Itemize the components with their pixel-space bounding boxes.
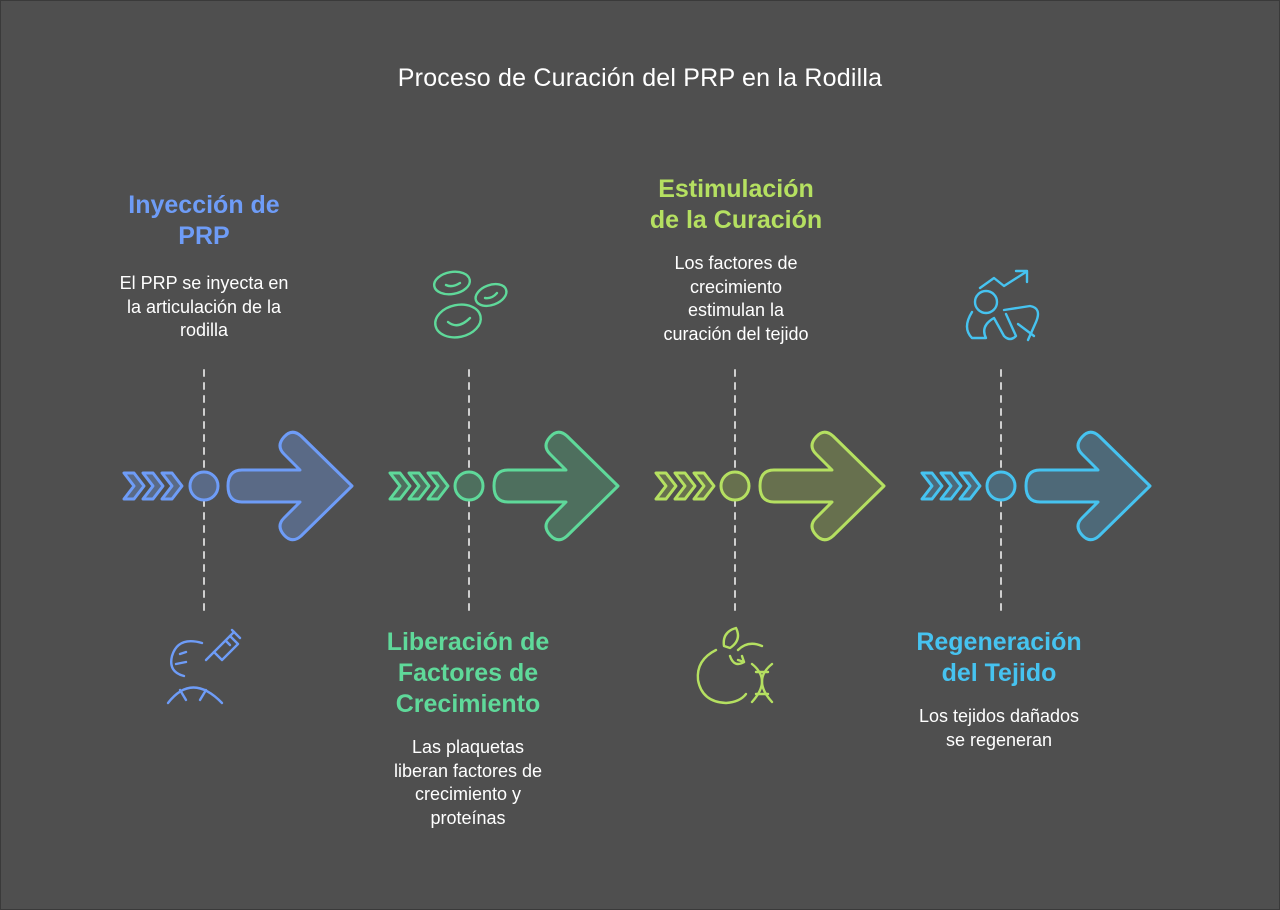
step-3-title-line-2: de la Curación [649, 206, 823, 234]
step-1-title-line-2: PRP [178, 222, 230, 250]
step-2-description-line-1: Las plaquetas [411, 737, 525, 757]
step-2-description-line-2: liberan factores de [393, 760, 543, 781]
step-3-title-line-1: Estimulación [658, 175, 814, 203]
step-1-description-line-3: rodilla [179, 320, 229, 340]
step-3-chevrons [654, 471, 716, 501]
step-3-description-line-4: curación del tejido [663, 323, 809, 344]
step-1-description-line-1: El PRP se inyecta en [119, 273, 289, 293]
step-2-title-line-2: Factores de [397, 659, 539, 687]
step-2-arrow [492, 430, 620, 542]
regeneration-icon [965, 269, 1040, 342]
injection-icon [166, 628, 242, 705]
step-4-title-line-1: Regeneración [916, 628, 1082, 656]
step-3-description-line-2: crecimiento [689, 276, 783, 297]
platelets-icon [432, 270, 508, 339]
step-3-description-line-3: estimulan la [687, 300, 785, 320]
dna-growth-icon [696, 626, 774, 705]
step-4-node [985, 470, 1017, 502]
step-4-title-line-2: del Tejido [941, 659, 1057, 687]
step-2-title: Liberación de Factores de Crecimiento [348, 627, 588, 720]
step-3-node [719, 470, 751, 502]
step-3-description-line-1: Los factores de [674, 253, 798, 273]
step-2-description-line-3: crecimiento y [414, 784, 522, 804]
step-2-node [453, 470, 485, 502]
step-1-description-line-2: la articulación de la [126, 296, 282, 317]
step-1-arrow [226, 430, 354, 542]
step-1-title-line-1: Inyección de [128, 191, 280, 219]
step-4-chevrons [920, 471, 982, 501]
step-1-node [188, 470, 220, 502]
step-1-chevrons [122, 471, 184, 501]
step-2-description-line-4: proteínas [430, 807, 506, 828]
step-3-title: Estimulación de la Curación [616, 174, 856, 236]
step-1-title: Inyección de PRP [84, 190, 324, 252]
step-3-description: Los factores de crecimiento estimulan la… [616, 252, 856, 346]
step-2-chevrons [388, 471, 450, 501]
step-2-title-line-1: Liberación de [386, 628, 550, 656]
step-4-description-line-1: Los tejidos dañados [918, 706, 1080, 726]
step-4-title: Regeneración del Tejido [879, 627, 1119, 689]
step-2-description: Las plaquetas liberan factores de crecim… [348, 736, 588, 830]
step-2-title-line-3: Crecimiento [395, 690, 541, 718]
step-4-description-line-2: se regeneran [945, 729, 1053, 750]
step-1-description: El PRP se inyecta en la articulación de … [84, 272, 324, 343]
step-4-arrow [1024, 430, 1152, 542]
diagram-title: Proceso de Curación del PRP en la Rodill… [397, 64, 883, 92]
step-4-description: Los tejidos dañados se regeneran [879, 705, 1119, 752]
step-3-arrow [758, 430, 886, 542]
